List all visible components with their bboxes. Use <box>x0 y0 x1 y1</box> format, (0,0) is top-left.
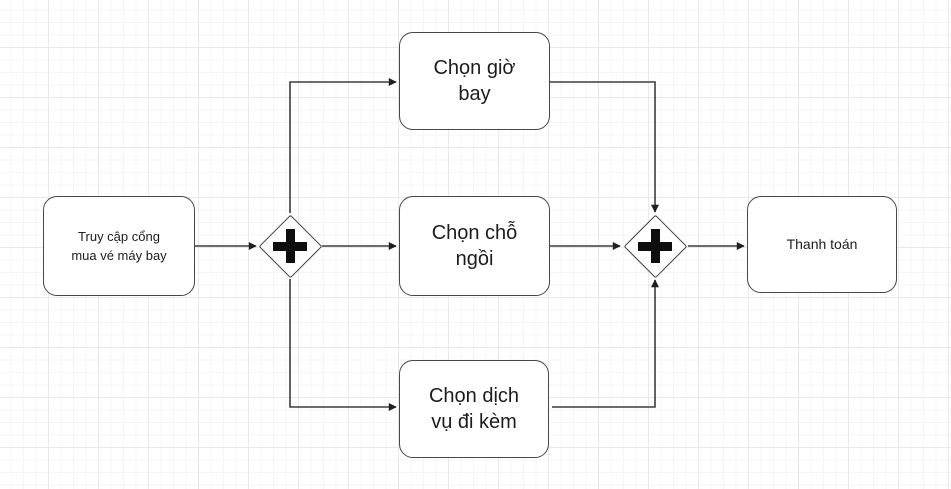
task-choose-seat[interactable]: Chọn chỗ ngồi <box>399 196 550 296</box>
task-label: Chọn giờ bay <box>433 57 516 105</box>
parallel-plus-icon <box>258 214 322 278</box>
edge-split-to-top[interactable] <box>289 78 397 213</box>
task-access-ticket-portal[interactable]: Truy cập cổng mua vé máy bay <box>43 196 195 296</box>
task-choose-addon-services[interactable]: Chọn dịch vụ đi kèm <box>399 360 549 458</box>
task-label: Thanh toán <box>786 235 858 252</box>
edge-top-to-join[interactable] <box>550 81 659 213</box>
edge-bottom-to-join[interactable] <box>552 279 659 408</box>
task-label: Truy cập cổng mua vé máy bay <box>71 228 167 264</box>
task-payment[interactable]: Thanh toán <box>747 196 897 293</box>
task-label: Chọn dịch vụ đi kèm <box>428 385 520 433</box>
task-choose-flight-time[interactable]: Chọn giờ bay <box>399 32 550 130</box>
parallel-gateway-join[interactable] <box>623 214 687 278</box>
edge-split-to-bottom[interactable] <box>289 279 397 411</box>
parallel-gateway-split[interactable] <box>258 214 322 278</box>
task-label: Chọn chỗ ngồi <box>431 222 518 270</box>
parallel-plus-icon <box>623 214 687 278</box>
